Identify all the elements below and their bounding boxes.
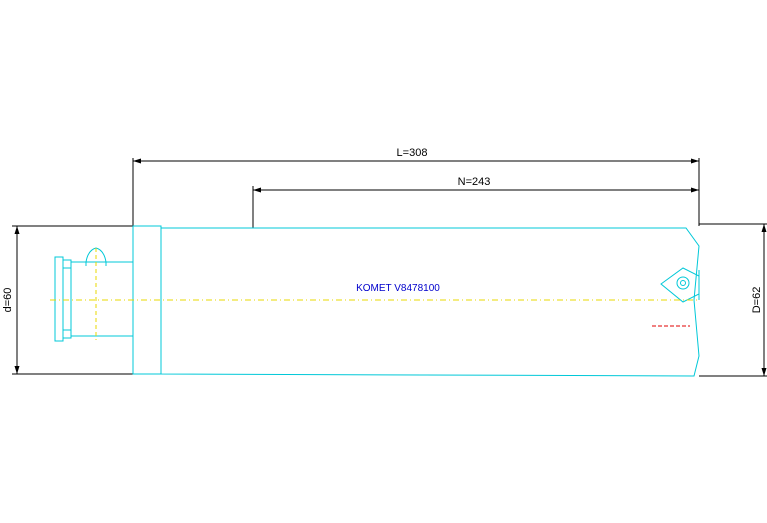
arrowhead-left	[253, 187, 261, 193]
shank-diameter-label: d=60	[2, 288, 14, 313]
shank-coupling	[54, 247, 134, 342]
centerlines	[50, 248, 700, 340]
overall-length-label: L=308	[397, 147, 428, 159]
working-length-label: N=243	[458, 176, 491, 188]
arrowhead-right	[691, 158, 699, 164]
arrowhead-right	[691, 187, 699, 193]
arrowhead-top	[761, 224, 767, 232]
coupling-ring	[62, 259, 72, 339]
cutting-diameter-dimension: D=62	[699, 223, 767, 377]
part-number-label: KOMET V8478100	[356, 283, 440, 294]
boring-bar-body	[160, 227, 700, 377]
overall-length-dimension: L=308	[132, 147, 700, 226]
arrowhead-left	[133, 158, 141, 164]
coupling-flange	[54, 256, 64, 342]
arrowhead-top	[14, 226, 20, 234]
cutting-insert	[660, 267, 700, 303]
insert-screw-head	[680, 280, 686, 286]
insert-screw	[676, 276, 690, 290]
working-length-dimension: N=243	[252, 176, 699, 228]
insert-seat	[660, 267, 700, 303]
arrowhead-bottom	[761, 368, 767, 376]
tool-outline	[54, 225, 700, 377]
shank-diameter-dimension: d=60	[2, 225, 133, 375]
cutting-diameter-label: D=62	[751, 287, 763, 314]
coupling-body	[70, 261, 134, 337]
arrowhead-bottom	[14, 366, 20, 374]
